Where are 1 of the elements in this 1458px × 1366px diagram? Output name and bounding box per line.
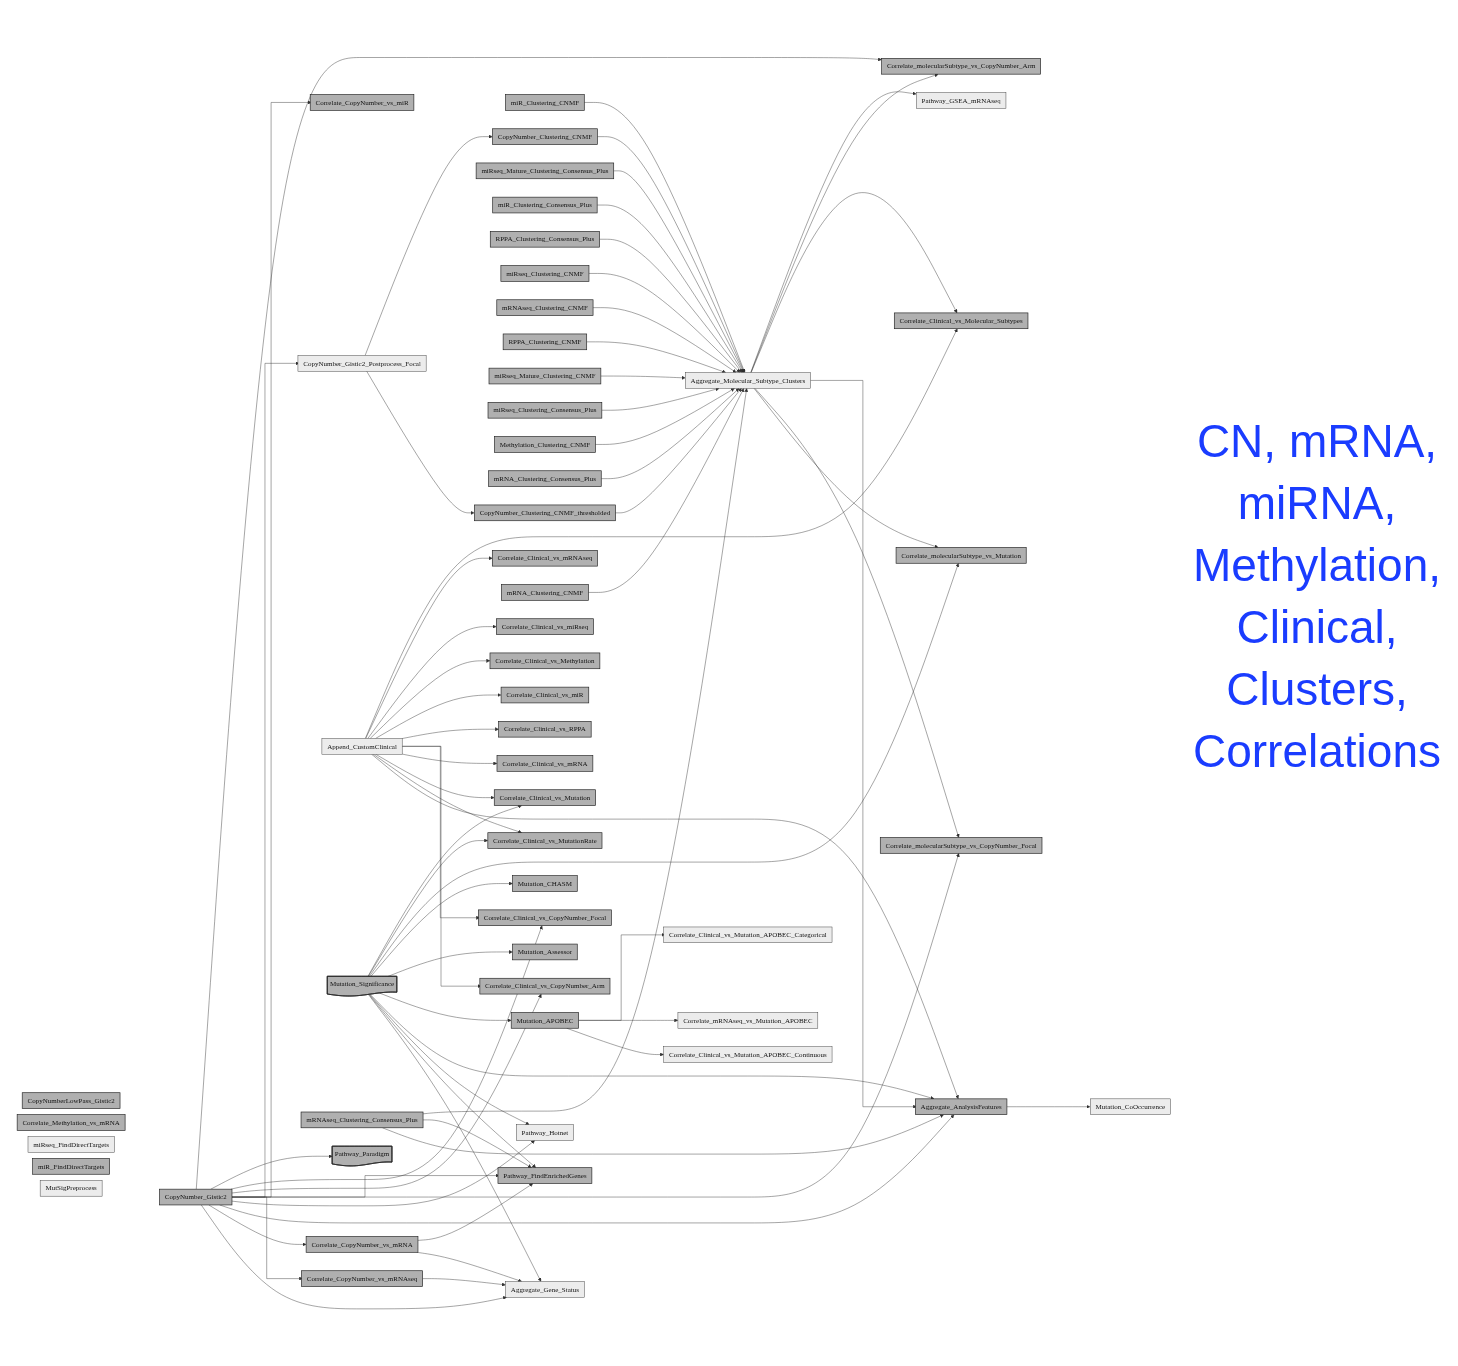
annotation-text: CN, mRNA, miRNA, Methylation, Clinical, Clusters, Correlations bbox=[1192, 414, 1442, 779]
